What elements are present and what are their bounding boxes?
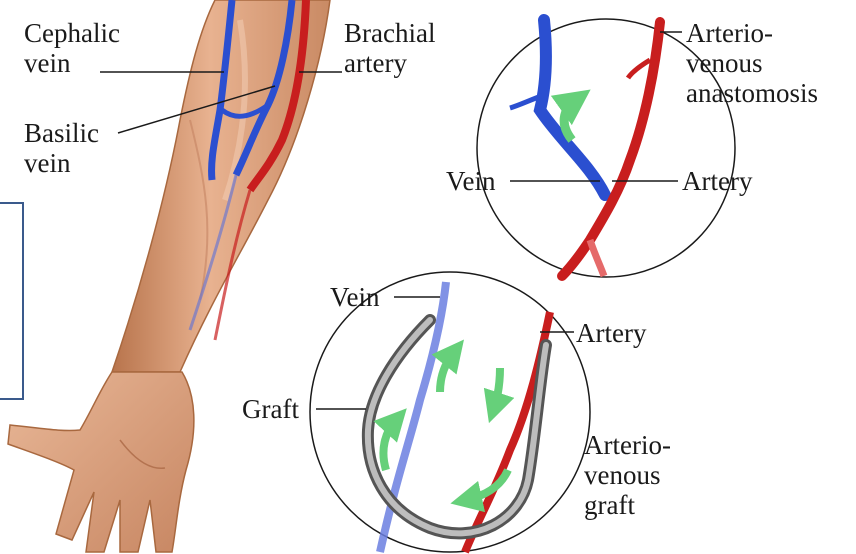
artery-top-label: Artery — [682, 166, 752, 196]
anastomosis-line-3: anastomosis — [686, 78, 818, 108]
basilic-line-2: vein — [24, 148, 99, 178]
basilic-line-1: Basilic — [24, 118, 99, 148]
brachial-line-2: artery — [344, 48, 435, 78]
graft-inset — [310, 272, 590, 552]
graft-label: Graft — [242, 394, 299, 424]
anastomosis-line-2: venous — [686, 48, 818, 78]
av-graft-line-3: graft — [584, 490, 671, 520]
av-graft-label: Arterio- venous graft — [584, 430, 671, 520]
av-graft-line-2: venous — [584, 460, 671, 490]
brachial-artery-label: Brachial artery — [344, 18, 435, 78]
vein-top-label: Vein — [446, 166, 496, 196]
av-graft-line-1: Arterio- — [584, 430, 671, 460]
basilic-vein-label: Basilic vein — [24, 118, 99, 178]
cephalic-line-2: vein — [24, 48, 120, 78]
vein-bottom-label: Vein — [330, 282, 380, 312]
anastomosis-line-1: Arterio- — [686, 18, 818, 48]
cephalic-vein-label: Cephalic vein — [24, 18, 120, 78]
av-anastomosis-label: Arterio- venous anastomosis — [686, 18, 818, 108]
artery-bottom-label: Artery — [576, 318, 646, 348]
cephalic-line-1: Cephalic — [24, 18, 120, 48]
forearm-illustration — [8, 0, 330, 552]
brachial-line-1: Brachial — [344, 18, 435, 48]
